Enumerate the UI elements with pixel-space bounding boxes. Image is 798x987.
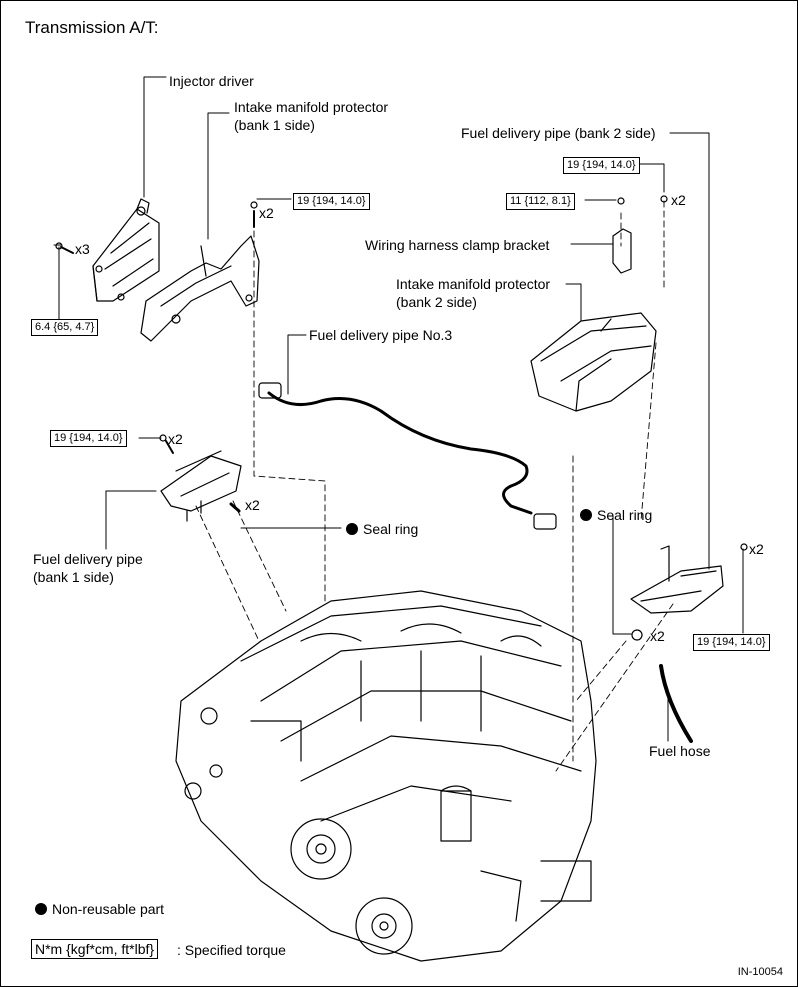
leader-lines xyxy=(53,76,744,742)
label-wiring-bracket: Wiring harness clamp bracket xyxy=(365,237,550,253)
page-title: Transmission A/T: xyxy=(25,18,159,37)
qty-fdp-bank1-bolts: x2 xyxy=(168,431,183,447)
fdp-bank2-part xyxy=(630,543,748,743)
seal-ring-right-text: Seal ring xyxy=(597,507,653,523)
qty-injector-bolts: x3 xyxy=(75,241,90,257)
fdp-bank1-part xyxy=(159,434,242,522)
qty-bank2-bolts: x2 xyxy=(671,192,686,208)
qty-imp-bank1-bolts: x2 xyxy=(259,205,274,221)
nonreusable-dot-icon xyxy=(346,523,358,535)
imp-bank2-part xyxy=(530,312,657,412)
document-code: IN-10054 xyxy=(737,966,783,978)
seal-ring-left-text: Seal ring xyxy=(363,521,419,537)
label-imp-bank2-line2: (bank 2 side) xyxy=(396,294,477,310)
qty-fdp-bank2-bolts: x2 xyxy=(749,541,764,557)
label-fuel-hose: Fuel hose xyxy=(649,743,711,759)
nonreusable-dot-icon xyxy=(580,509,592,521)
label-injector-driver: Injector driver xyxy=(169,73,254,89)
torque-box-injector-driver: 6.4 {65, 4.7} xyxy=(31,319,99,336)
dashed-assembly-lines xyxy=(195,200,674,772)
torque-box-imp-bank1: 19 {194, 14.0} xyxy=(293,193,370,210)
label-fdp-bank2: Fuel delivery pipe (bank 2 side) xyxy=(461,125,656,141)
qty-seal-right: x2 xyxy=(650,628,665,644)
label-imp-bank1-line2: (bank 1 side) xyxy=(234,117,315,133)
torque-box-bank2-top: 19 {194, 14.0} xyxy=(563,157,640,174)
label-seal-ring-right: Seal ring xyxy=(580,507,652,523)
legend-nonreusable: Non-reusable part xyxy=(35,901,164,917)
legend-nonreusable-text: Non-reusable part xyxy=(52,901,165,917)
fuel-pipe-no3-part xyxy=(258,382,557,530)
nonreusable-dot-icon xyxy=(35,903,47,915)
label-imp-bank1-line1: Intake manifold protector xyxy=(234,99,389,115)
legend-torque-box: N*m {kgf*cm, ft*lbf} xyxy=(31,939,159,959)
label-fdp-bank1-line2: (bank 1 side) xyxy=(33,569,114,585)
torque-box-fdp-bank2: 19 {194, 14.0} xyxy=(693,634,770,651)
injector-driver-part xyxy=(55,198,160,302)
torque-box-fdp-bank1: 19 {194, 14.0} xyxy=(50,430,127,447)
label-imp-bank2-line1: Intake manifold protector xyxy=(396,276,551,292)
label-seal-ring-left: Seal ring xyxy=(346,521,418,537)
label-fdp-no3: Fuel delivery pipe No.3 xyxy=(309,327,453,343)
engine-block-part xyxy=(175,590,597,962)
qty-seal-left: x2 xyxy=(245,497,260,513)
imp-bank1-part xyxy=(140,201,260,342)
clamp-bracket-part xyxy=(612,195,668,274)
torque-box-bracket: 11 {112, 8.1} xyxy=(506,193,575,210)
label-fdp-bank1-line1: Fuel delivery pipe xyxy=(33,551,143,567)
legend-torque-desc: : Specified torque xyxy=(177,942,286,958)
